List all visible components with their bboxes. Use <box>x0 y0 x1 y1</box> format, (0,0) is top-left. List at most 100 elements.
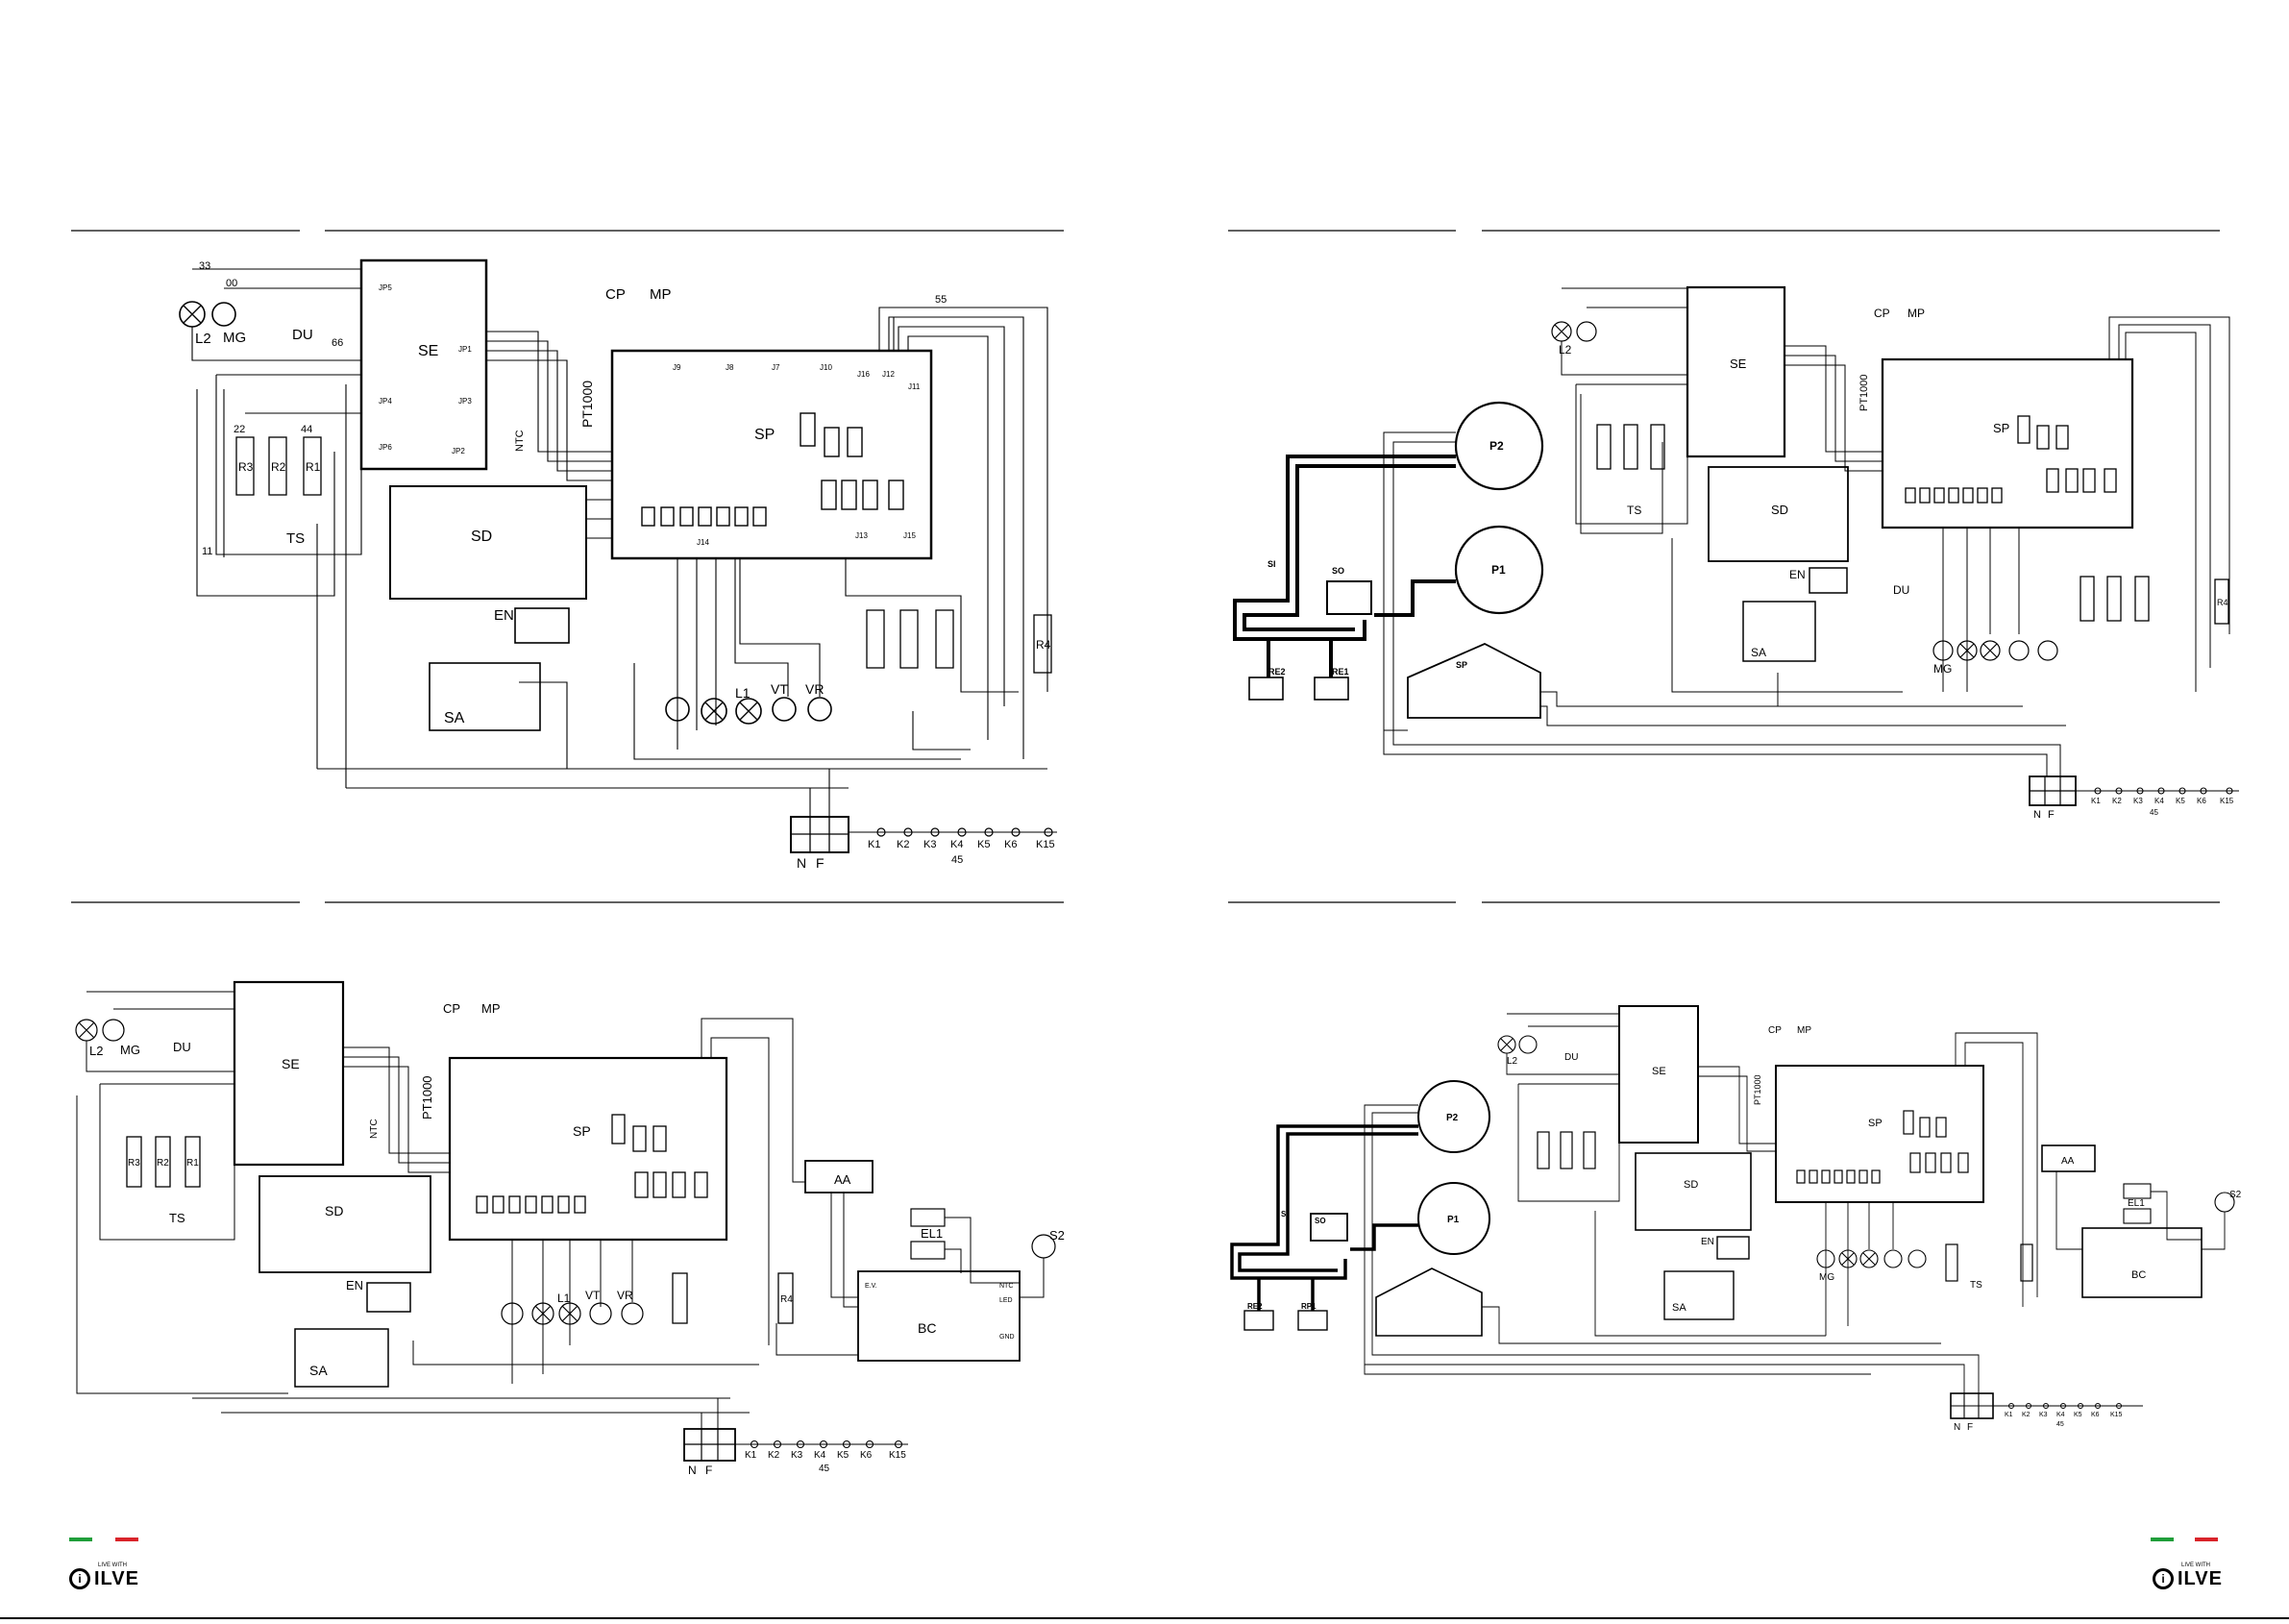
d1-label-j11: J11 <box>908 382 921 391</box>
d2-label-si: SI <box>1268 559 1276 569</box>
d1-label-j8: J8 <box>726 363 734 372</box>
d1-label-j7: J7 <box>772 363 780 372</box>
d3-key-group: 45 <box>819 1464 830 1474</box>
flag-red-right <box>2195 1538 2218 1541</box>
board-sa-2 <box>1742 601 1816 662</box>
board-sa-4 <box>1663 1270 1735 1320</box>
d3-key-k6: K6 <box>860 1450 873 1461</box>
board-bc-4 <box>2081 1227 2203 1298</box>
d3-label-du: DU <box>173 1040 191 1054</box>
diagram-top-left-labels: SE SP SD SA EN L2 MG DU R3 R2 R1 TS CP M… <box>195 260 1055 871</box>
d1-label-ntc: NTC <box>514 430 526 452</box>
d2-label-cp: CP <box>1874 307 1890 320</box>
logo-brand-right: ILVE <box>2178 1568 2223 1589</box>
d3-bc-gnd: GND <box>999 1334 1015 1341</box>
d4-key-k2: K2 <box>2022 1412 2031 1418</box>
resistor-r2-b <box>899 609 919 669</box>
pump-p1-4 <box>1417 1182 1490 1255</box>
d2-label-sp-small: SP <box>1456 660 1467 670</box>
board-se-2 <box>1686 285 1786 458</box>
d2-label-so: SO <box>1332 566 1344 576</box>
resistor-r3 <box>235 436 255 496</box>
d4-label-cp: CP <box>1768 1025 1782 1036</box>
diagram-bottom-right-labels: SE SP SD SA EN AA BC SI SO P2 P1 RE2 RP1… <box>1247 1025 2242 1433</box>
d1-label-cp: CP <box>605 286 626 303</box>
d1-label-ts: TS <box>286 530 305 547</box>
d1-label-vr: VR <box>805 681 824 697</box>
d3-label-s2: S2 <box>1049 1228 1065 1243</box>
d4-key-k6: K6 <box>2091 1412 2100 1418</box>
board-sa-3 <box>294 1328 389 1388</box>
motor-mg <box>211 302 236 327</box>
d2-label-du: DU <box>1893 583 1909 597</box>
d2-label-se: SE <box>1730 357 1747 371</box>
d2-label-p1: P1 <box>1491 563 1506 577</box>
d3-key-k2: K2 <box>768 1450 780 1461</box>
d4-key-k1: K1 <box>2005 1412 2013 1418</box>
d1-label-sp: SP <box>754 427 775 443</box>
pump-p2 <box>1454 401 1544 491</box>
d4-label-sd: SD <box>1684 1179 1698 1191</box>
d3-label-aa: AA <box>834 1172 851 1187</box>
d3-label-en: EN <box>346 1278 363 1292</box>
d2-label-sd: SD <box>1771 503 1788 517</box>
d4-label-re2: RE2 <box>1247 1302 1263 1311</box>
logo-tagline: LIVE WITH <box>98 1562 128 1568</box>
d1-label-l1: L1 <box>735 685 751 701</box>
d1-label-jp2: JP2 <box>452 447 465 455</box>
d1-key-group: 45 <box>951 854 963 866</box>
d2-label-sa: SA <box>1751 646 1766 659</box>
board-en-4 <box>1716 1236 1750 1260</box>
board-en <box>514 607 570 644</box>
d3-label-r3: R3 <box>128 1158 140 1169</box>
d1-key-k2: K2 <box>897 839 909 850</box>
d2-label-r4: R4 <box>2217 598 2228 607</box>
d1-label-r4: R4 <box>1036 638 1051 652</box>
d2-terminal-f: F <box>2048 809 2055 821</box>
d1-wire-55: 55 <box>935 294 947 306</box>
d2-label-p2: P2 <box>1489 439 1504 453</box>
d3-label-sd: SD <box>325 1203 343 1218</box>
pump-p2-4 <box>1417 1080 1490 1153</box>
board-sd-3 <box>258 1175 431 1273</box>
d1-label-r3: R3 <box>238 460 254 474</box>
d4-label-mg: MG <box>1819 1272 1834 1283</box>
d1-label-jp1: JP1 <box>458 345 472 354</box>
d1-wire-00: 00 <box>226 278 237 289</box>
d2-label-pt1000: PT1000 <box>1858 374 1870 411</box>
d1-label-en: EN <box>494 607 514 624</box>
diagram-bottom-left-labels: SE SP SD SA EN AA BC L2 MG DU R3 R2 R1 T… <box>89 1001 1065 1477</box>
d3-label-pt1000: PT1000 <box>420 1075 434 1120</box>
d4-key-k15: K15 <box>2110 1412 2123 1418</box>
diagram-top-right <box>1233 285 2239 806</box>
d2-key-k5: K5 <box>2176 797 2185 805</box>
d1-wire-33: 33 <box>199 260 210 272</box>
d2-key-k15: K15 <box>2220 797 2234 805</box>
d1-terminal-n: N <box>797 855 806 871</box>
d3-bc-ev: E.V. <box>865 1283 877 1290</box>
d4-label-so: SO <box>1315 1217 1326 1225</box>
d3-label-sa: SA <box>309 1363 328 1378</box>
d1-label-jp5: JP5 <box>379 283 392 292</box>
d4-label-p1: P1 <box>1447 1215 1460 1225</box>
board-aa-3 <box>804 1160 874 1193</box>
motor-vt <box>772 697 797 722</box>
lamp-l2-b <box>701 698 727 725</box>
d4-label-ts: TS <box>1970 1280 1982 1291</box>
d1-label-r2: R2 <box>271 460 286 474</box>
d3-bc-led: LED <box>999 1297 1013 1304</box>
board-sd-2 <box>1708 466 1849 562</box>
d3-label-vt: VT <box>585 1289 601 1302</box>
d1-wire-44: 44 <box>301 424 312 435</box>
d1-label-r1: R1 <box>306 460 321 474</box>
d1-label-j15: J15 <box>903 531 916 540</box>
d1-wire-66: 66 <box>332 337 343 349</box>
d4-label-en: EN <box>1701 1237 1714 1247</box>
d2-terminal-n: N <box>2033 809 2041 821</box>
board-sp <box>610 349 933 560</box>
d4-key-group: 45 <box>2056 1421 2064 1428</box>
pump-p1 <box>1454 525 1544 615</box>
d2-label-mg: MG <box>1933 662 1952 676</box>
resistor-r1 <box>303 436 322 496</box>
